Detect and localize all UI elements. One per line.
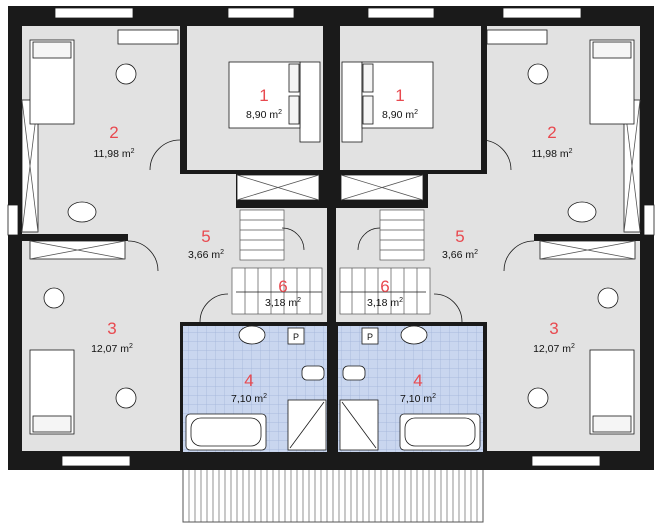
room-area: 3,66 m2 [442, 249, 478, 261]
balcony-deck [182, 466, 484, 523]
boiler [287, 327, 305, 345]
toilet [301, 365, 325, 381]
washbasin [238, 325, 266, 345]
room-number: 6 [380, 277, 389, 296]
room-number: 6 [278, 277, 287, 296]
toilet [342, 365, 366, 381]
room-number: 1 [259, 86, 268, 105]
room-area: 3,18 m2 [367, 297, 403, 309]
bed [228, 61, 301, 129]
wardrobes [21, 61, 641, 260]
door-swings [127, 139, 535, 323]
window [367, 7, 435, 19]
room-number: 1 [395, 86, 404, 105]
window [54, 7, 134, 19]
room-number: 5 [201, 227, 210, 246]
room-number: 4 [244, 371, 253, 390]
floor-room-5-right [428, 174, 540, 322]
bed [361, 61, 434, 129]
boiler-symbol: P [367, 332, 373, 342]
window [227, 7, 295, 19]
room-labels: 1 8,90 m2 1 8,90 m2 2 11,98 m2 2 11,98 m… [91, 86, 575, 405]
window [61, 455, 131, 467]
window [502, 7, 582, 19]
windows [7, 7, 655, 467]
internal-walls [20, 20, 640, 460]
floor-room-5-left [124, 174, 236, 322]
room-number: 5 [455, 227, 464, 246]
room-number: 2 [547, 123, 556, 142]
room-area: 8,90 m2 [246, 109, 282, 121]
room-area: 12,07 m2 [533, 343, 575, 355]
room-area: 12,07 m2 [91, 343, 133, 355]
furniture [29, 29, 635, 435]
room-area: 7,10 m2 [400, 393, 436, 405]
window [531, 455, 601, 467]
washbasin [400, 325, 428, 345]
room-number: 3 [107, 319, 116, 338]
room-area: 11,98 m2 [93, 148, 134, 160]
room-number: 4 [413, 371, 422, 390]
room-area: 8,90 m2 [382, 109, 418, 121]
boiler [361, 327, 379, 345]
room-number: 2 [109, 123, 118, 142]
room-number: 3 [549, 319, 558, 338]
window [7, 204, 19, 236]
room-area: 11,98 m2 [531, 148, 572, 160]
stairs [231, 209, 431, 315]
room-area: 3,18 m2 [265, 297, 301, 309]
bathroom-fixtures [185, 325, 481, 451]
boiler-symbol: P [293, 332, 299, 342]
room-area: 7,10 m2 [231, 393, 267, 405]
room-area: 3,66 m2 [188, 249, 224, 261]
window [643, 204, 655, 236]
